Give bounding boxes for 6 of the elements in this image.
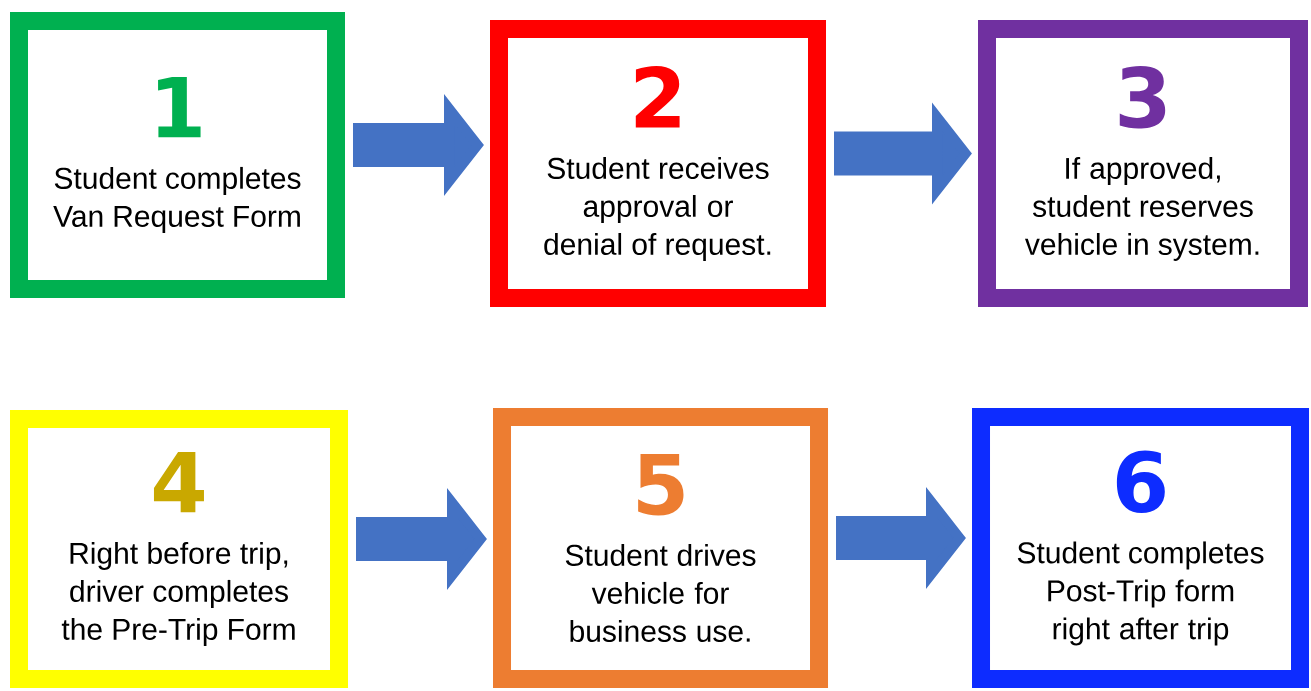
step-box: 2 Student receives approval or denial of request. xyxy=(490,20,826,307)
step-box: 4 Right before trip, driver completes the Pre-Trip Form xyxy=(10,410,348,688)
step-box: 1 Student completes Van Request Form xyxy=(10,12,345,298)
step-box: 5 Student drives vehicle for business use. xyxy=(493,408,828,688)
step-box: 3 If approved, student reserves vehicle in system. xyxy=(978,20,1308,307)
step-box: 6 Student completes Post-Trip form right after trip xyxy=(972,408,1309,688)
